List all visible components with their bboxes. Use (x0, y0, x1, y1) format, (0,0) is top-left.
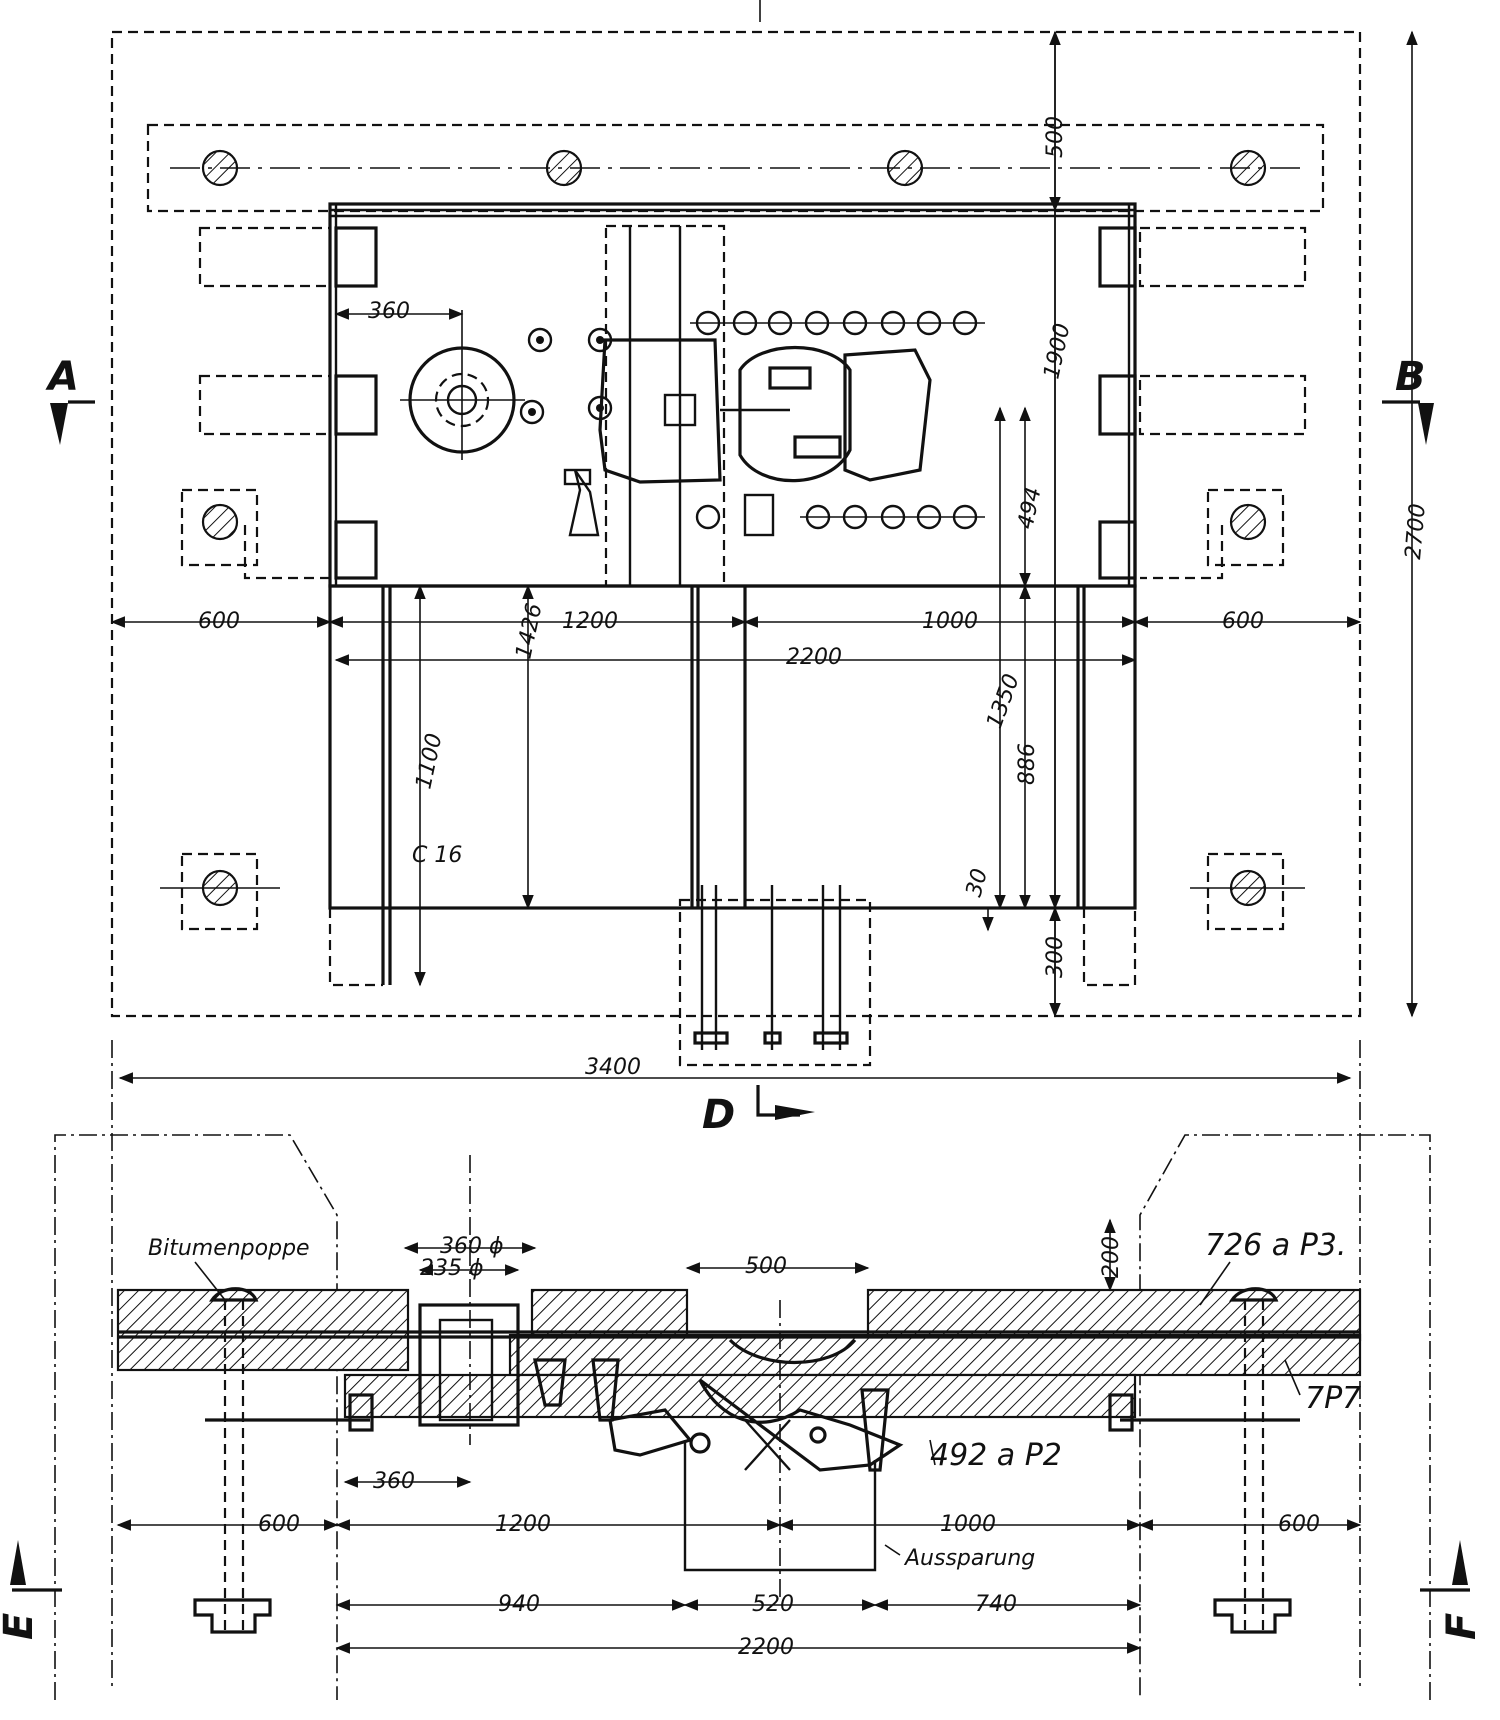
d-bolt-assembly (693, 885, 849, 1050)
section-marker-b: B (1395, 354, 1426, 400)
section-marker-f: F (1439, 1613, 1485, 1640)
plan-dim-1426: 1426 (511, 601, 547, 661)
section-dim-600-right: 600 (1278, 1512, 1320, 1537)
plan-dim-2700: 2700 (1401, 503, 1431, 561)
section-marker-d: D (702, 1092, 735, 1138)
plan-view: A B D 360 600 120 (45, 0, 1434, 1138)
plan-dim-600-right: 600 (1222, 609, 1264, 634)
plan-foundation-outline (110, 30, 1362, 1018)
plan-dim-1200: 1200 (562, 609, 618, 634)
section-view: E F Bitumenpoppe 726 a P3. 7P7 492 a P2 … (0, 1040, 1485, 1700)
label-bitumen: Bitumenpoppe (148, 1236, 310, 1261)
section-dim-740: 740 (975, 1592, 1017, 1617)
plan-dim-500: 500 (1043, 116, 1068, 158)
plan-dim-1900: 1900 (1039, 321, 1075, 381)
plan-bolt-holes (519, 310, 985, 530)
plan-dim-3400: 3400 (585, 1055, 641, 1080)
section-dimension-lines (116, 1218, 1362, 1654)
section-dim-2200: 2200 (738, 1635, 794, 1660)
plan-dim-494: 494 (1013, 485, 1046, 531)
corner-pads (334, 226, 1137, 580)
plan-dim-30: 30 (962, 866, 993, 900)
plan-dim-2200: 2200 (786, 645, 842, 670)
plan-dim-886: 886 (1015, 743, 1040, 785)
plan-dim-1350: 1350 (982, 671, 1025, 732)
section-dim-360-phi: 360 ϕ (440, 1234, 504, 1259)
section-marker-e: E (0, 1613, 42, 1640)
plan-dim-600-left: 600 (198, 609, 240, 634)
handwheel (400, 310, 525, 460)
plan-dimension-lines (110, 30, 1418, 1084)
section-marker-a: A (45, 354, 79, 400)
machine-base-plate (328, 202, 1137, 588)
section-dim-1200: 1200 (495, 1512, 551, 1537)
section-dim-1000: 1000 (940, 1512, 996, 1537)
label-726: 726 a P3. (1205, 1228, 1346, 1263)
central-mechanism (563, 338, 932, 537)
section-dim-600-left: 600 (258, 1512, 300, 1537)
label-recess: Aussparung (903, 1546, 1035, 1571)
section-dim-360: 360 (373, 1469, 415, 1494)
plan-dim-300: 300 (1043, 936, 1068, 978)
plan-channel-label: C 16 (412, 843, 462, 868)
section-dim-500: 500 (745, 1254, 787, 1279)
section-dim-520: 520 (752, 1592, 794, 1617)
section-dim-940: 940 (498, 1592, 540, 1617)
plan-dim-1100: 1100 (411, 731, 447, 791)
label-7p7: 7P7 (1305, 1381, 1361, 1416)
top-anchor-bolts (170, 149, 1300, 187)
section-slab (116, 1288, 410, 1372)
label-492: 492 a P2 (930, 1438, 1062, 1473)
plan-dim-1000: 1000 (922, 609, 978, 634)
section-dim-235-phi: 235 ϕ (420, 1256, 484, 1281)
section-dim-200: 200 (1099, 1236, 1124, 1278)
plan-dim-360: 360 (368, 299, 410, 324)
